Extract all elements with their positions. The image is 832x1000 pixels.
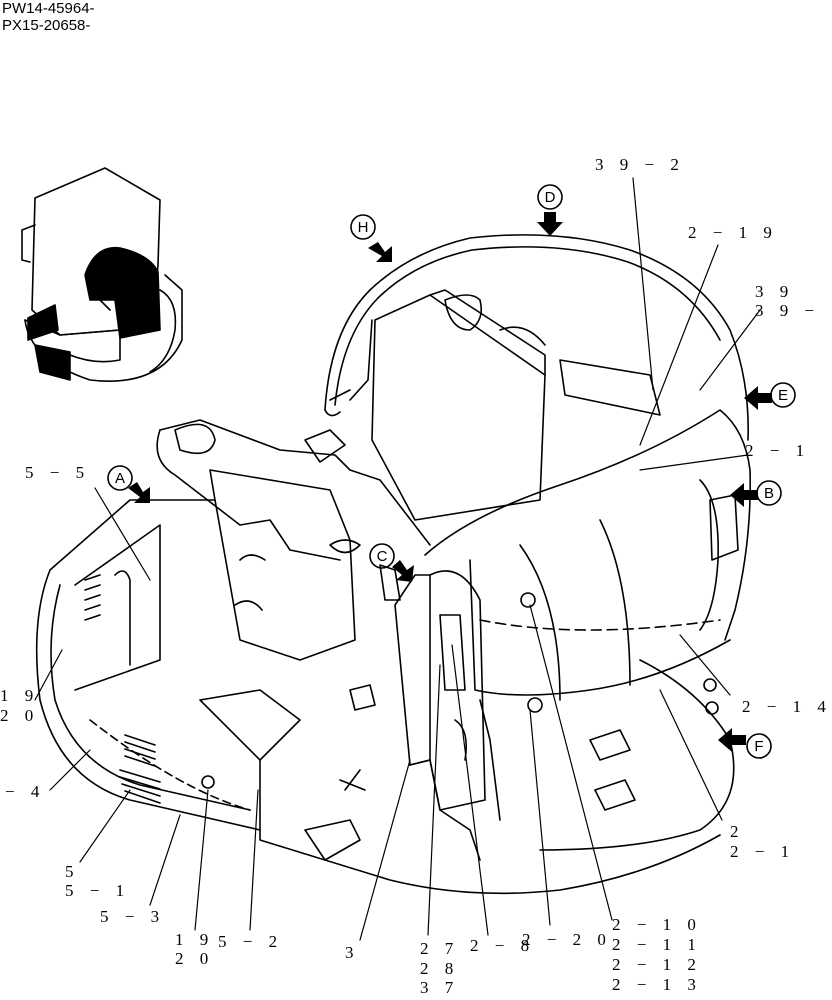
callout-37: 3 7 [420, 978, 460, 997]
callout-5-2: 5 − 2 [218, 932, 284, 951]
hidden-edge [89, 719, 251, 811]
arrow-f-icon [718, 728, 746, 752]
callout-2-8: 2 − 8 [470, 936, 536, 955]
callout-19-bottom: 1 9 [175, 930, 215, 949]
callout-2-1-top: 2 − 1 [745, 441, 811, 460]
locator-thumbnail [21, 167, 183, 382]
arrow-a-icon [128, 482, 150, 503]
marker-f [746, 733, 772, 759]
callout-2-14: 2 − 1 4 [742, 697, 832, 716]
drawing-header: PW14-45964- PX15-20658- [2, 0, 95, 34]
marker-c-letter: C [377, 548, 388, 565]
callout-3: 3 [345, 943, 360, 962]
marker-e [770, 382, 796, 408]
view-arrows [128, 212, 772, 752]
callout-5-3: 5 − 3 [100, 907, 166, 926]
marker-b-letter: B [764, 485, 774, 502]
arrow-h-icon [368, 242, 392, 262]
callout-2-13: 2 − 1 3 [612, 975, 702, 994]
callout-2-11: 2 − 1 1 [612, 935, 702, 954]
callout-27: 2 7 [420, 939, 460, 958]
fitting-right-1 [703, 678, 717, 692]
fitting-19-20 [201, 775, 215, 789]
marker-a-letter: A [115, 470, 125, 487]
callout-39-2: 3 9 − 2 [595, 155, 685, 174]
callout-5-1: 5 − 1 [65, 881, 131, 900]
callout-20-bottom: 2 0 [175, 949, 215, 968]
center-pillar [379, 564, 486, 861]
callout-39: 3 9 [755, 282, 795, 301]
side-panels [424, 409, 752, 851]
arrow-e-icon [744, 386, 772, 410]
marker-b [756, 480, 782, 506]
vent-grilles [84, 574, 161, 804]
marker-h-letter: H [358, 219, 369, 236]
cab-canopy [324, 234, 749, 521]
callout-28: 2 8 [420, 959, 460, 978]
exploded-parts-drawing: H D E B A C F [21, 167, 796, 941]
marker-d-letter: D [545, 189, 556, 206]
arrow-c-icon [392, 560, 414, 582]
callout-2: 2 [730, 822, 745, 841]
callout-2-1-bottom: 2 − 1 [730, 842, 796, 861]
callout-2-12: 2 − 1 2 [612, 955, 702, 974]
callout-39-b: 3 9 − [755, 301, 821, 320]
marker-d [537, 184, 563, 210]
machine-frame [35, 419, 721, 895]
view-marker-circles [107, 184, 796, 759]
part-number-2: PX15-20658- [2, 17, 91, 34]
fitting-2-10 [520, 592, 536, 608]
marker-a [107, 465, 133, 491]
fitting-2-13 [527, 697, 543, 713]
callout-19-left: 1 9 [0, 686, 40, 705]
callout-5-5: 5 − 5 [25, 463, 91, 482]
callout-2-19: 2 − 1 9 [688, 223, 778, 242]
leader-lines [34, 177, 761, 941]
marker-e-letter: E [778, 387, 788, 404]
callout-5: 5 [65, 862, 80, 881]
marker-f-letter: F [754, 738, 763, 755]
marker-h [350, 214, 376, 240]
callout-20-left: 2 0 [0, 706, 40, 725]
callout-2-10: 2 − 1 0 [612, 915, 702, 934]
callout-2-20: 2 − 2 0 [522, 930, 612, 949]
marker-c [369, 543, 395, 569]
arrow-d-icon [537, 212, 563, 236]
part-number-1: PW14-45964- [2, 0, 95, 17]
callout-minus-4: − 4 [5, 782, 46, 801]
arrow-b-icon [730, 483, 758, 507]
fitting-right-2 [705, 701, 719, 715]
